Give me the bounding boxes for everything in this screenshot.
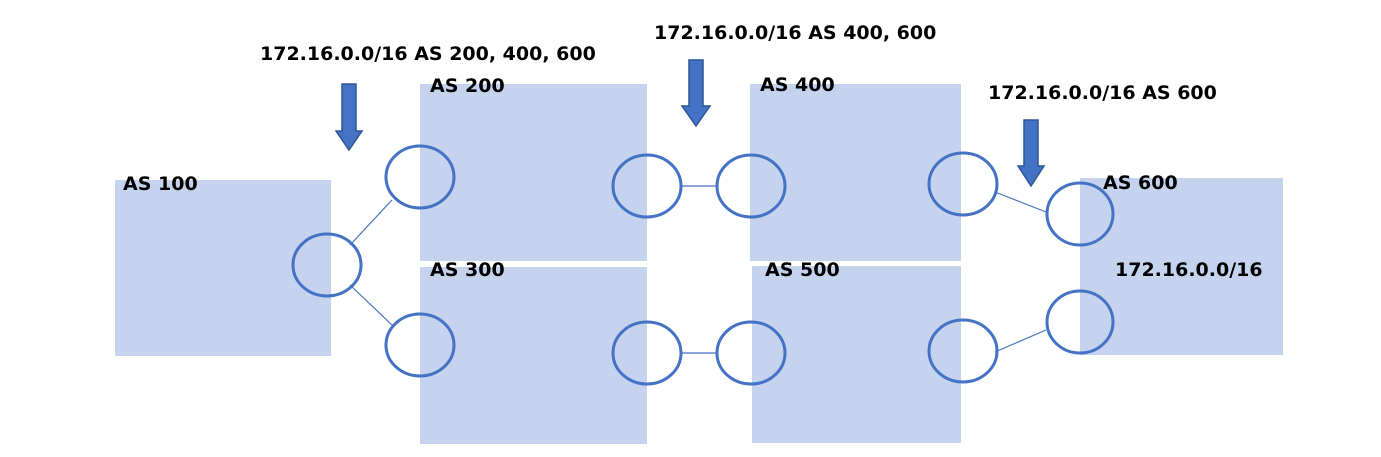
as400-label: AS 400 [760,74,835,96]
as500-box [752,266,961,443]
advertisement-label-as100: 172.16.0.0/16 AS 200, 400, 600 [260,43,596,65]
router-as400-west [715,153,787,219]
as500-label: AS 500 [765,259,840,281]
as300-label: AS 300 [430,259,505,281]
advertisement-label-as200: 172.16.0.0/16 AS 400, 600 [654,22,936,44]
router-as200-west [384,144,456,210]
router-as500-east [927,318,999,384]
router-as600-north [1045,181,1115,247]
link-as100-as200 [349,199,393,246]
link-as400-as600 [994,191,1047,213]
router-as100 [291,232,363,298]
router-as600-south [1045,289,1115,355]
router-as200-east [611,153,683,219]
router-as300-east [611,320,683,386]
as200-label: AS 200 [430,75,505,97]
down-arrow-icon [680,59,712,128]
router-as300-west [384,312,456,378]
as100-label: AS 100 [123,173,198,195]
as400-box [750,84,961,261]
router-as500-west [715,320,787,386]
advertisement-label-as400: 172.16.0.0/16 AS 600 [988,82,1217,104]
as300-box [420,267,647,444]
as100-box [115,180,331,356]
link-as500-as600 [994,329,1047,353]
as200-box [420,84,647,261]
as600-label: AS 600 [1103,172,1178,194]
down-arrow-icon [334,83,364,152]
as600-prefix-label: 172.16.0.0/16 [1115,259,1263,281]
router-as400-east [927,151,999,217]
down-arrow-icon [1016,119,1046,188]
link-as100-as300 [349,284,393,326]
